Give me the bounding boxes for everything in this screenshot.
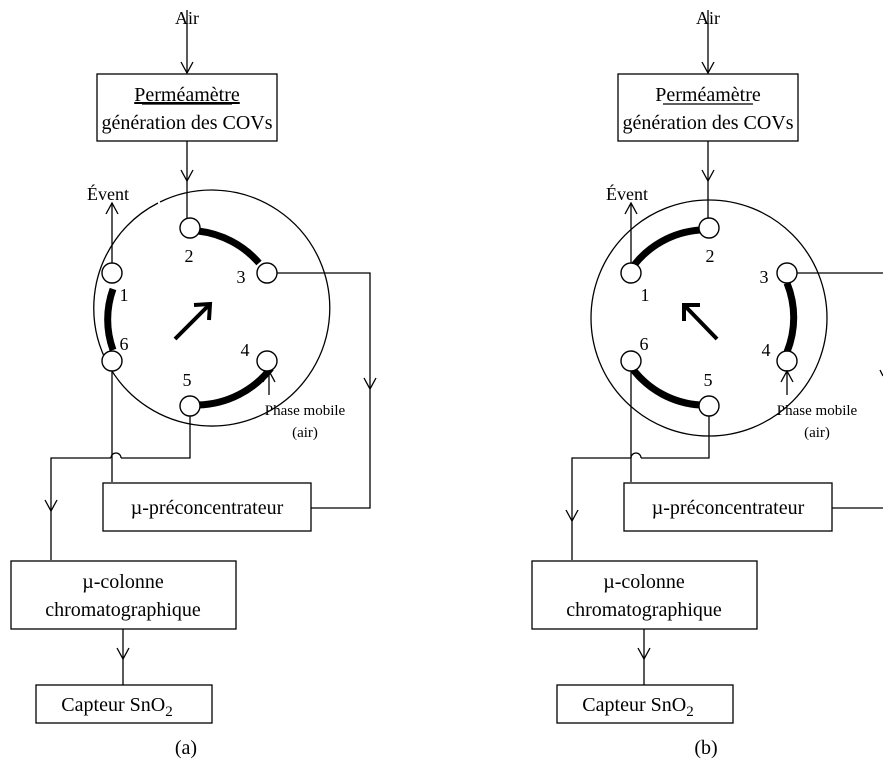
caption-b: (b): [694, 737, 717, 759]
port-2-b: [698, 217, 720, 239]
port-label-3-a: 3: [237, 267, 246, 287]
port-label-5-a: 5: [183, 370, 192, 390]
port5-to-column-a: [50, 457, 111, 560]
port-label-1-b: 1: [641, 285, 650, 305]
port-1-a: [101, 262, 123, 284]
port5-arrowhead-a: [44, 499, 58, 513]
channel-2-3-a: [197, 227, 262, 266]
permeameter-arrowhead-a: [180, 169, 194, 183]
port-label-1-a: 1: [120, 285, 129, 305]
port-label-2-b: 2: [706, 246, 715, 266]
channel-4-5-a: [197, 365, 274, 409]
phase-arrowhead-b: [780, 369, 794, 383]
sensor-label-a: Capteur SnO2: [61, 694, 172, 720]
crossover-hop-b: [630, 452, 642, 459]
port-1-b: [620, 262, 642, 284]
vent-label-a: Évent: [87, 183, 129, 204]
port5-to-column-b: [571, 457, 631, 560]
rotation-arrowhead-b: [682, 303, 700, 321]
preconcentrator-label-b: µ-préconcentrateur: [652, 497, 805, 519]
port-5-b: [698, 395, 720, 417]
permeameter-sub-b: génération des COVs: [622, 112, 793, 134]
preconcentrator-box-a: [102, 482, 312, 532]
port-label-2-a: 2: [185, 246, 194, 266]
vent-arrowhead-a: [105, 201, 119, 215]
air-arrowhead-b: [701, 61, 715, 75]
preconcentrator-label-a: µ-préconcentrateur: [131, 497, 284, 519]
port-label-4-b: 4: [762, 340, 771, 360]
port-label-6-b: 6: [640, 334, 649, 354]
sensor-box-b: [556, 684, 734, 724]
channel-6-5-b: [629, 365, 701, 409]
port-6-a: [101, 350, 123, 372]
column-label2-a: chromatographique: [45, 599, 201, 621]
port-6-b: [620, 350, 642, 372]
port-label-5-b: 5: [704, 370, 713, 390]
port-label-4-a: 4: [241, 340, 250, 360]
port-4-b: [776, 350, 798, 372]
port-5-a: [179, 395, 201, 417]
column-box-a: [10, 560, 237, 630]
vent-label-b: Évent: [606, 183, 648, 204]
column-arrowhead-a: [116, 647, 130, 661]
crossover-hop-a: [110, 452, 122, 459]
port-label-3-b: 3: [760, 267, 769, 287]
port-label-6-a: 6: [120, 334, 129, 354]
port5-line-b: [641, 416, 710, 459]
permeameter-box-a: [96, 73, 278, 142]
port-4-a: [256, 350, 278, 372]
channel-1-2-b: [629, 226, 701, 271]
sensor-label-b: Capteur SnO2: [582, 694, 693, 720]
phase-label1-a: Phase mobile: [265, 403, 346, 419]
permeameter-title-b: Perméamètre: [655, 84, 761, 106]
port5-line-a: [121, 416, 191, 459]
panel-b: Air Perméamètre génération des COVs 2 3 …: [531, 8, 883, 759]
column-arrowhead-b: [637, 647, 651, 661]
phase-label2-b: (air): [804, 425, 830, 441]
phase-arrowhead-a: [262, 369, 276, 383]
port-3-b: [776, 262, 798, 284]
channel-1-6-a: [104, 287, 117, 352]
permeameter-title-a: Perméamètre: [134, 84, 240, 106]
rotation-arrow-a: [173, 304, 210, 341]
vent-arrowhead-b: [624, 201, 638, 215]
rotation-arrow-b: [684, 305, 719, 341]
phase-label1-b: Phase mobile: [777, 403, 858, 419]
permeameter-arrowhead-b: [701, 169, 715, 183]
port-2-a: [179, 217, 201, 239]
sensor-box-a: [35, 684, 213, 724]
port3-arrowhead-a: [363, 377, 377, 391]
permeameter-sub-a: génération des COVs: [101, 112, 272, 134]
column-label2-b: chromatographique: [566, 599, 722, 621]
phase-label2-a: (air): [292, 425, 318, 441]
rotation-arrowhead-a: [193, 301, 213, 321]
channel-3-4-b: [783, 281, 798, 354]
port5-arrowhead-b: [565, 509, 579, 523]
column-label1-a: µ-colonne: [82, 571, 164, 593]
port3-to-precon-a: [277, 272, 371, 509]
caption-a: (a): [175, 737, 197, 759]
column-label1-b: µ-colonne: [603, 571, 685, 593]
panel-a: Air Perméamètre génération des COVs 2 3 …: [10, 8, 377, 759]
column-box-b: [531, 560, 758, 630]
port-3-a: [256, 262, 278, 284]
valve-circle-a: [93, 189, 331, 427]
preconcentrator-box-b: [623, 482, 833, 532]
air-arrowhead-a: [180, 61, 194, 75]
